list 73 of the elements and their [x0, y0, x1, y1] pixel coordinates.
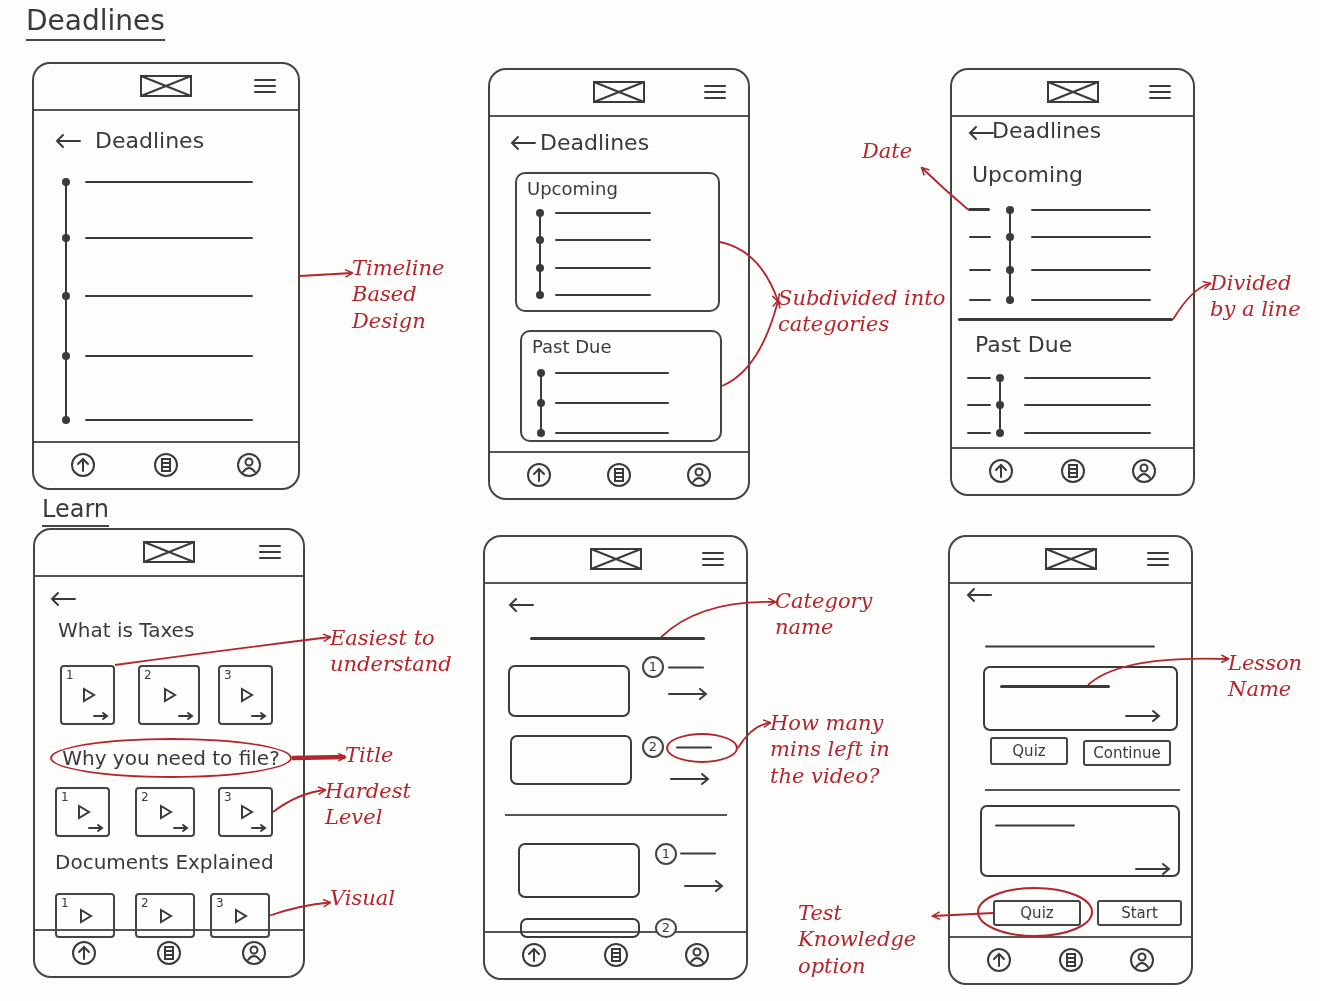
annotation-text: Easiest to understand — [330, 625, 470, 678]
number-badge: 1 — [655, 843, 677, 865]
section-heading: Upcoming — [972, 162, 1084, 187]
annotation-text: Lesson Name — [1228, 650, 1318, 703]
card-number: 1 — [66, 668, 74, 682]
annotation-arrow — [1172, 281, 1212, 321]
highlight-ellipse — [666, 733, 738, 763]
section-heading: Past Due — [975, 332, 1073, 357]
card-heading: Past Due — [532, 336, 612, 357]
annotation-text: Visual — [330, 885, 420, 912]
video-card — [138, 665, 200, 725]
annotation-arrow — [721, 299, 781, 387]
screen-heading: Deadlines — [95, 128, 205, 153]
video-card — [55, 787, 110, 837]
section-heading: What is Taxes — [58, 618, 195, 642]
card-number: 2 — [141, 896, 149, 910]
number-badge: 1 — [642, 656, 664, 678]
annotation-arrow — [719, 241, 780, 303]
sketch-button: Quiz — [990, 737, 1068, 765]
annotation-arrow — [269, 898, 332, 917]
phone-frame — [950, 68, 1195, 496]
video-card — [210, 893, 270, 938]
annotation-text: Date — [862, 138, 922, 165]
sketch-button: Start — [1097, 900, 1182, 926]
card-number: 1 — [61, 896, 69, 910]
annotation-text: Test Knowledge option — [798, 900, 933, 979]
card-number: 2 — [144, 668, 152, 682]
title-placeholder-line — [1000, 685, 1110, 688]
annotation-text: Category name — [775, 588, 895, 641]
phone-frame — [32, 62, 300, 490]
heading-placeholder-line — [530, 637, 705, 640]
video-card — [60, 665, 115, 725]
annotation-text: How many mins left in the video? — [770, 710, 930, 789]
video-card — [135, 893, 195, 938]
phone-frame — [33, 528, 305, 978]
video-card — [218, 665, 273, 725]
card-number: 3 — [224, 668, 232, 682]
card-number: 3 — [216, 896, 224, 910]
card-heading: Upcoming — [527, 178, 618, 199]
highlight-ellipse: Why you need to file? — [50, 738, 292, 778]
category-card — [520, 330, 722, 442]
number-badge: 2 — [655, 918, 677, 938]
annotation-arrow — [291, 752, 347, 762]
card-number: 3 — [224, 790, 232, 804]
sketch-button: Quiz — [993, 900, 1081, 926]
card-number: 1 — [61, 790, 69, 804]
screen-heading: Deadlines — [992, 118, 1102, 143]
annotation-arrow — [920, 166, 969, 211]
divider-line — [958, 318, 1173, 321]
phone-frame — [948, 535, 1193, 985]
annotation-arrow — [299, 268, 354, 278]
annotation-text: Divided by a line — [1210, 270, 1310, 323]
screen-heading: Deadlines — [540, 130, 650, 155]
card-number: 2 — [141, 790, 149, 804]
phone-frame — [488, 68, 750, 500]
annotation-arrow — [737, 719, 772, 749]
video-card — [218, 787, 273, 837]
annotation-arrow — [931, 911, 994, 921]
section-heading: Documents Explained — [55, 850, 274, 874]
annotation-text: Title — [345, 742, 405, 769]
number-badge: 2 — [642, 736, 664, 758]
section-title: Deadlines — [26, 4, 165, 41]
annotation-text: Timeline Based Design — [352, 255, 472, 334]
video-card — [135, 787, 195, 837]
phone-frame — [483, 535, 748, 980]
date-dash — [968, 208, 990, 211]
category-card — [515, 172, 720, 312]
annotation-arrow — [114, 633, 332, 666]
video-card — [55, 893, 115, 938]
annotation-text: Hardest Level — [325, 778, 435, 831]
section-title: Learn — [42, 495, 110, 527]
sketch-button: Continue — [1083, 740, 1171, 766]
annotation-arrow — [272, 786, 327, 813]
